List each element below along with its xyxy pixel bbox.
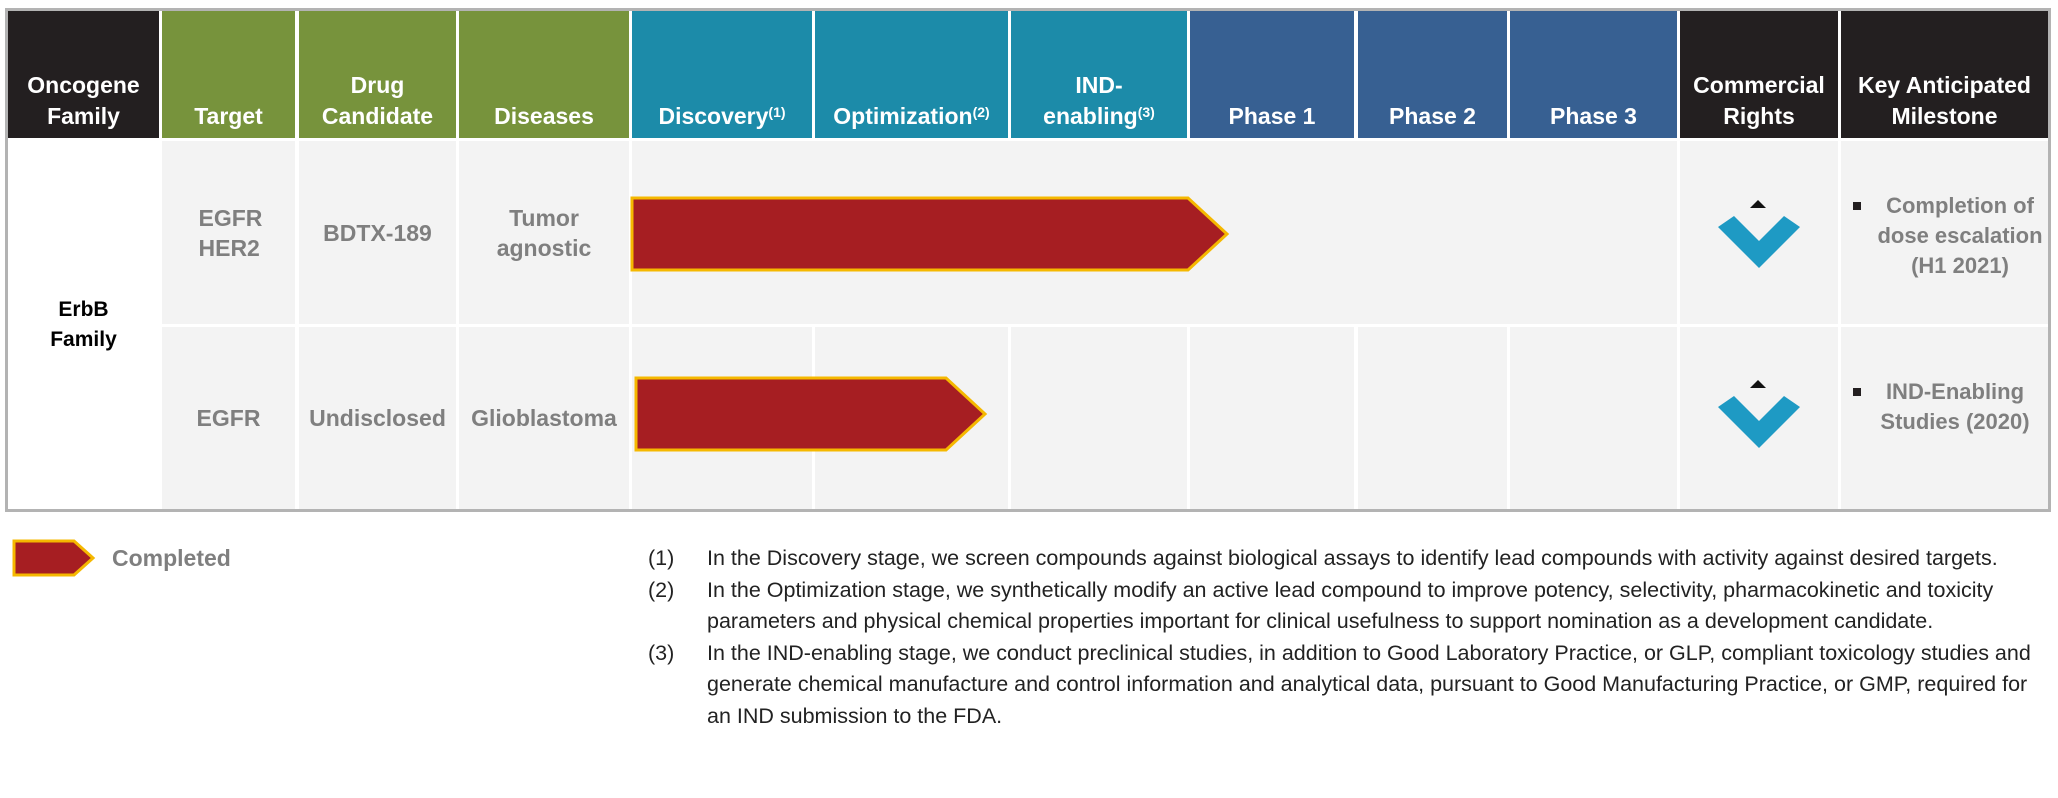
header-commercial-rights: Commercial Rights [1680,11,1838,138]
row1-rights-cell [1680,141,1838,324]
bullet-icon [1853,202,1861,210]
row2-target: EGFR [162,327,295,509]
header-phase-2: Phase 2 [1358,11,1507,138]
row2-phase3-cell [1510,327,1677,509]
header-key-milestone: Key Anticipated Milestone [1841,11,2048,138]
row2-progress-arrow [634,376,988,452]
row1-disease: Tumor agnostic [459,141,629,324]
row2-disease: Glioblastoma [459,327,629,509]
legend-label: Completed [112,545,231,571]
bullet-icon [1853,388,1861,396]
row2-rights-icon [1718,380,1800,448]
header-target: Target [162,11,295,138]
header-oncogene-family: Oncogene Family [8,11,159,138]
row2-phase1-cell [1190,327,1354,509]
footnote-item: (2) In the Optimization stage, we synthe… [648,577,1994,634]
row2-phase2-cell [1358,327,1507,509]
footnote-item: (3) In the IND-enabling stage, we conduc… [648,640,2031,728]
row1-progress-arrow [630,196,1230,272]
header-optimization: Optimization(2) [815,11,1008,138]
header-discovery: Discovery(1) [632,11,812,138]
row2-milestone: IND-Enabling Studies (2020) [1841,327,2048,509]
row2-drug: Undisclosed [299,327,456,509]
footnotes: (1) In the Discovery stage, we screen co… [648,543,2048,732]
family-cell: ErbB Family [8,141,159,509]
header-diseases: Diseases [459,11,629,138]
row1-target: EGFR HER2 [162,141,295,324]
header-drug-candidate: Drug Candidate [299,11,456,138]
header-phase-3: Phase 3 [1510,11,1677,138]
row2-ind-cell [1011,327,1187,509]
header-ind-enabling: IND-enabling(3) [1011,11,1187,138]
row1-drug: BDTX-189 [299,141,456,324]
row2-rights-cell [1680,327,1838,509]
row1-rights-icon [1718,200,1800,268]
header-phase-1: Phase 1 [1190,11,1354,138]
row1-milestone: Completion of dose escalation (H1 2021) [1841,141,2048,324]
legend-progress-arrow-icon [12,539,96,577]
footnote-item: (1) In the Discovery stage, we screen co… [648,546,1998,570]
